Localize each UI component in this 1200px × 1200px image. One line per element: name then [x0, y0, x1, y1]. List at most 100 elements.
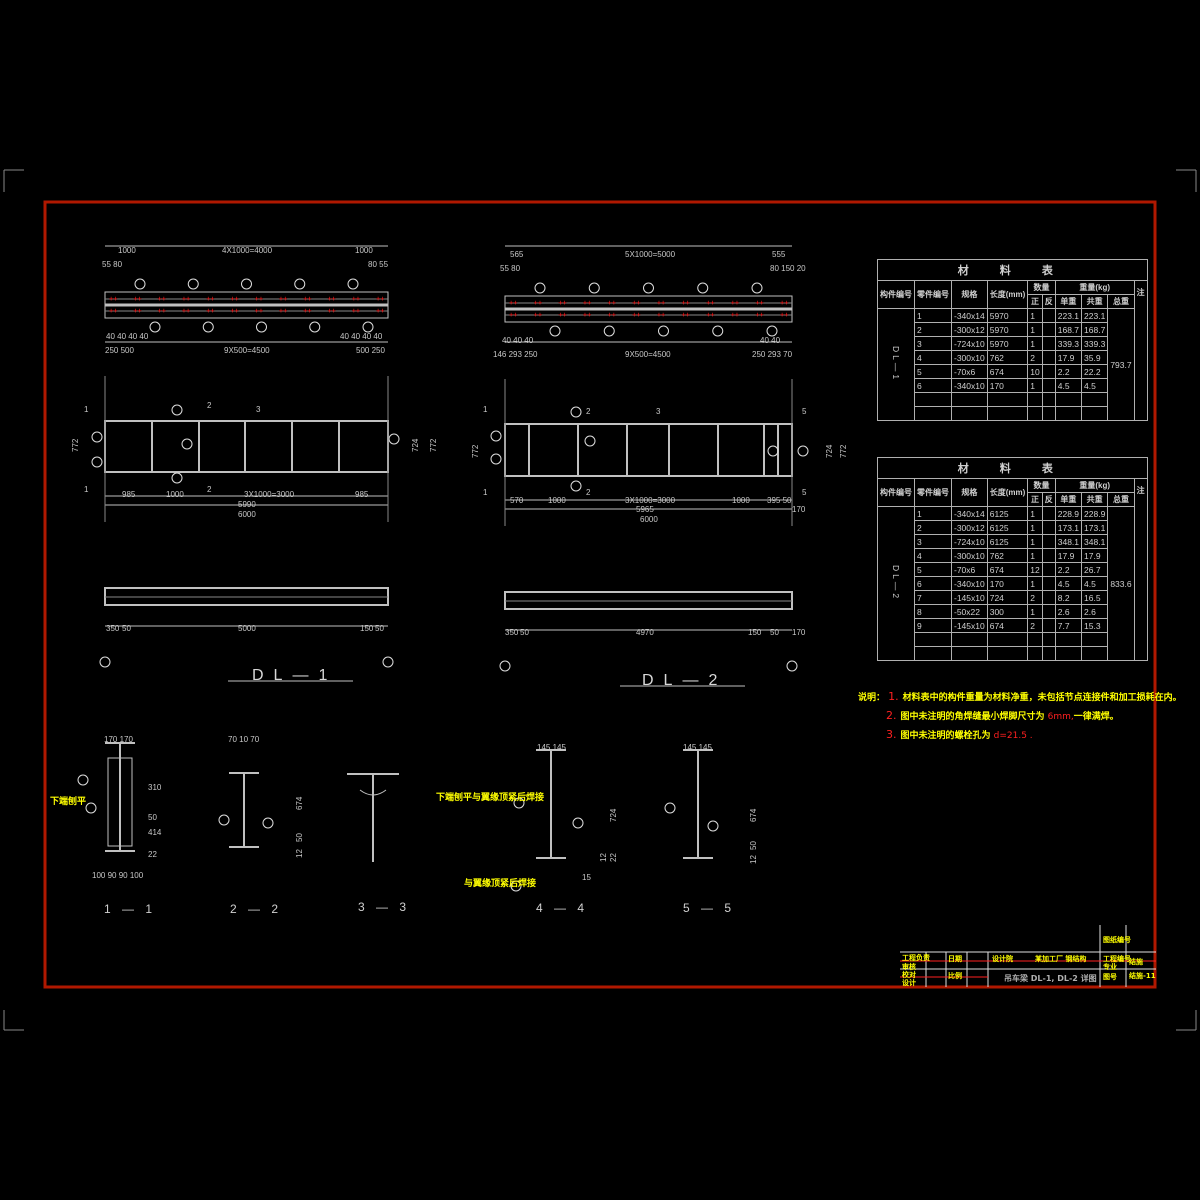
part-marker: [603, 325, 615, 337]
table-cell: 1: [1027, 322, 1043, 337]
col-header: 单重: [1054, 492, 1083, 507]
dim-text: 1000: [548, 496, 566, 505]
dim-text: 50: [770, 628, 779, 637]
table-cell: -300x10: [951, 350, 988, 365]
table-cell: [1041, 364, 1056, 379]
table-cell: 339.3: [1054, 336, 1083, 351]
col-header: 零件编号: [914, 478, 952, 507]
dim-text: 9X500=4500: [625, 350, 671, 359]
table-cell: 5970: [986, 322, 1029, 337]
section-label: 4 — 4: [536, 901, 588, 915]
table-cell: 4.5: [1054, 576, 1083, 591]
tb-drawing-no-label: 图纸编号: [1103, 936, 1131, 944]
dim-text: 40 40 40 40: [106, 332, 149, 341]
table-cell: -340x10: [951, 378, 988, 393]
dim-text: 414: [148, 828, 162, 837]
section-label: 5 — 5: [683, 901, 735, 915]
part-marker: [658, 325, 669, 337]
bolt-hole: ++: [509, 299, 517, 307]
dim-text: 100 90 90 100: [92, 871, 144, 880]
tb-label: 日期: [948, 955, 962, 963]
table-cell: 6: [914, 378, 952, 393]
table-cell: 26.7: [1081, 562, 1109, 577]
member-label: DL—2: [877, 506, 915, 661]
table-cell: 2: [914, 520, 952, 535]
table-cell: 1: [1027, 336, 1043, 351]
drawing-geometry: ++++++++++++++++++++++++++++++++++++++++…: [77, 245, 809, 892]
bolt-hole: ++: [657, 311, 665, 319]
tb-label: 校对: [902, 971, 916, 979]
dim-text: 5965: [636, 505, 654, 514]
table-cell: 7: [914, 590, 952, 605]
table-cell: 223.1: [1054, 308, 1083, 323]
bolt-hole: ++: [731, 299, 739, 307]
bolt-hole: ++: [706, 299, 714, 307]
table-cell: [1041, 350, 1056, 365]
part-marker: [534, 282, 546, 294]
table-cell: 1: [1027, 520, 1043, 535]
table-cell: 2.2: [1054, 562, 1083, 577]
beam-dl2: 565 5X1000=5000 555 55 80 80 150 20 40 4…: [471, 250, 848, 689]
table-cell: 3: [914, 336, 952, 351]
grid-axis-marker: [99, 656, 111, 668]
part-marker: [181, 438, 193, 450]
col-header: 规格: [951, 280, 988, 309]
annotation: 下端刨平: [50, 795, 86, 807]
part-marker: [187, 278, 199, 290]
dim-text: 1000: [732, 496, 750, 505]
part-marker: [513, 797, 525, 809]
table-title: 材 料 表: [877, 259, 1148, 281]
bolt-hole: ++: [109, 295, 117, 303]
table-cell: 228.9: [1081, 506, 1109, 521]
part-marker: [584, 435, 596, 447]
sections: 1 — 1 2 — 2 3 — 3 4 — 4 5 — 5 170 170 31…: [50, 735, 758, 916]
table-cell: 168.7: [1054, 322, 1083, 337]
dim-text: 5X1000=5000: [625, 250, 676, 259]
dim-text: 724: [825, 444, 834, 458]
dim-text: 674: [749, 808, 758, 822]
part-marker: [262, 817, 274, 829]
part-marker: [570, 406, 582, 418]
dim-text: 12: [599, 853, 608, 862]
section-mark: 1: [483, 488, 488, 497]
table-cell: -50x22: [951, 604, 988, 619]
dim-text: 6000: [640, 515, 658, 524]
table-cell: 17.9: [1081, 548, 1109, 563]
bolt-hole: ++: [780, 311, 788, 319]
col-header: 总重: [1107, 294, 1135, 309]
section-label: 2 — 2: [230, 902, 282, 916]
dim-text: 985: [355, 490, 369, 499]
bolt-hole: ++: [206, 307, 214, 315]
dim-text: 5000: [238, 624, 256, 633]
dim-text: 350: [106, 624, 120, 633]
table-cell: 674: [986, 618, 1029, 633]
dim-text: 772: [471, 444, 480, 458]
table-cell: -340x14: [951, 506, 988, 521]
bolt-hole: ++: [376, 295, 384, 303]
dim-text: 772: [839, 444, 848, 458]
dim-text: 772: [429, 438, 438, 452]
bolt-hole: ++: [327, 307, 335, 315]
dim-text: 55 80: [102, 260, 123, 269]
bolt-hole: ++: [608, 299, 616, 307]
bolt-hole: ++: [133, 307, 141, 315]
section-mark: 2: [586, 488, 591, 497]
dim-text: 4970: [636, 628, 654, 637]
col-header: 数量: [1027, 280, 1056, 295]
col-header: 长度(mm): [986, 280, 1029, 309]
col-header: 共重: [1081, 492, 1109, 507]
dim-text: 22: [609, 853, 618, 862]
section-mark: 5: [802, 407, 807, 416]
dim-text: 50: [749, 841, 758, 850]
table-cell: -724x10: [951, 534, 988, 549]
beam-label: DL—1: [252, 667, 337, 684]
bolt-hole: ++: [558, 311, 566, 319]
table-cell: 2: [914, 322, 952, 337]
dim-text: 50: [520, 628, 529, 637]
grid-axis-marker: [499, 660, 511, 672]
